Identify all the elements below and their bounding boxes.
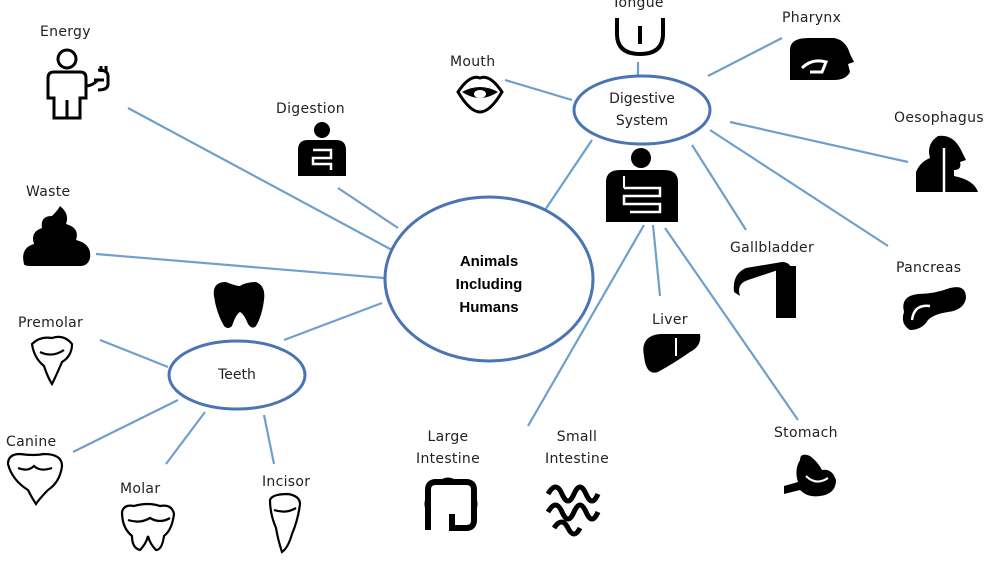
gallbladder-label: Gallbladder — [730, 240, 815, 256]
stomach-icon — [784, 454, 836, 497]
digestion-label: Digestion — [276, 101, 345, 117]
line-mouth — [504, 78, 573, 102]
pancreas-icon — [902, 287, 966, 330]
pancreas-label: Pancreas — [896, 260, 962, 276]
premolar-label: Premolar — [18, 315, 84, 331]
digestive-line-1: Digestive — [609, 91, 675, 107]
large-intestine-icon — [424, 477, 478, 531]
person-plug-icon — [46, 48, 110, 120]
line-energy — [127, 107, 393, 251]
central-line-3: Humans — [459, 299, 519, 316]
line-premolar — [99, 338, 169, 369]
line-large-intestine — [527, 224, 645, 427]
line-stomach — [664, 227, 799, 421]
pharynx-head-icon — [790, 38, 854, 80]
tooth-icon — [213, 282, 265, 328]
incisor-tooth-icon — [268, 492, 302, 554]
large-intestine-line-1: Large — [427, 429, 469, 445]
line-incisor — [262, 414, 276, 465]
energy-label: Energy — [40, 24, 91, 40]
central-line-2: Including — [455, 276, 523, 293]
oesophagus-silhouette-icon — [916, 135, 978, 192]
waste-label: Waste — [26, 184, 71, 200]
central-line-1: Animals — [459, 253, 519, 270]
molar-label: Molar — [120, 481, 161, 497]
teeth-label: Teeth — [218, 367, 256, 383]
poop-icon — [23, 206, 91, 266]
gallbladder-icon — [733, 262, 796, 318]
canine-label: Canine — [6, 434, 57, 450]
tongue-label: Tongue — [612, 0, 664, 11]
line-gallbladder — [691, 144, 747, 231]
small-intestine-line-2: Intestine — [545, 451, 609, 467]
large-intestine-label: Large Intestine — [412, 426, 484, 470]
molar-tooth-icon — [120, 502, 176, 552]
mouth-label: Mouth — [450, 54, 496, 70]
liver-label: Liver — [652, 312, 688, 328]
digestive-torso-icon — [606, 148, 678, 222]
mouth-lips-icon — [456, 75, 504, 114]
line-liver — [651, 224, 662, 297]
digestive-system-node-shape — [572, 74, 712, 146]
teeth-node-shape — [167, 339, 307, 411]
small-intestine-line-1: Small — [556, 429, 598, 445]
line-canine — [72, 399, 179, 453]
liver-icon — [643, 334, 701, 373]
line-pharynx — [707, 37, 783, 77]
central-node-label: Animals Including Humans — [430, 250, 548, 319]
line-digestion — [337, 187, 399, 229]
incisor-label: Incisor — [262, 474, 311, 490]
digestive-line-2: System — [615, 113, 669, 129]
line-molar — [165, 411, 206, 465]
small-intestine-label: Small Intestine — [540, 426, 614, 470]
line-waste — [95, 252, 385, 280]
oesophagus-label: Oesophagus — [894, 110, 984, 126]
line-oesophagus — [729, 120, 909, 164]
tongue-icon — [615, 18, 665, 57]
connectors — [72, 37, 909, 465]
line-teeth — [283, 301, 383, 342]
large-intestine-line-2: Intestine — [416, 451, 480, 467]
digestion-torso-icon — [298, 122, 346, 176]
central-node-shape — [383, 195, 595, 363]
canine-tooth-icon — [6, 452, 64, 506]
stomach-label: Stomach — [774, 425, 838, 441]
line-digestive — [544, 139, 593, 211]
small-intestine-icon — [545, 484, 601, 537]
digestive-system-label: Digestive System — [588, 88, 696, 132]
pharynx-label: Pharynx — [782, 10, 842, 26]
line-pancreas — [709, 129, 889, 247]
premolar-tooth-icon — [30, 335, 74, 387]
